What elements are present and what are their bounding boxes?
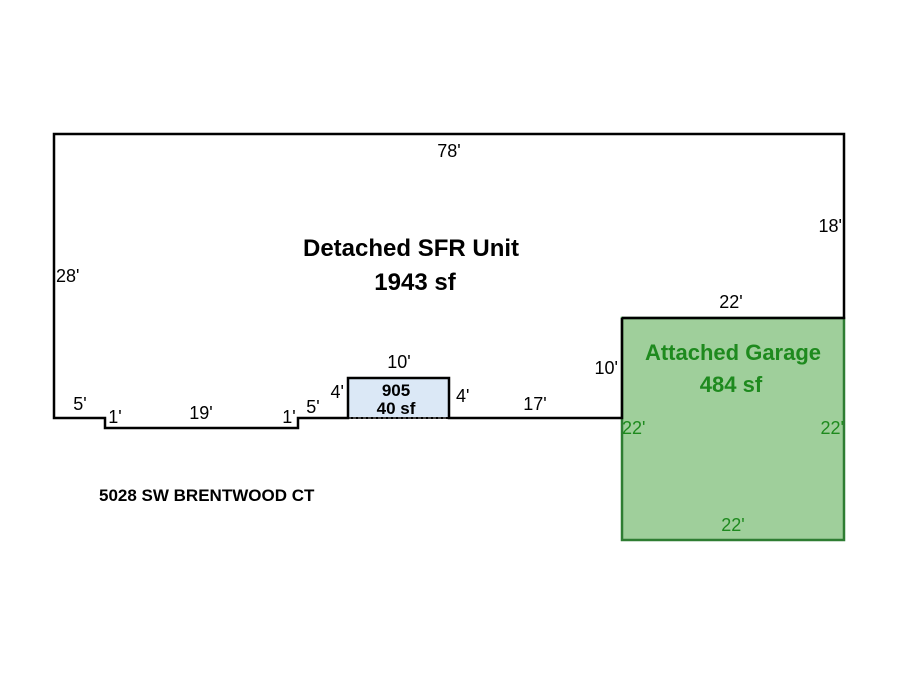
garage-area <box>620 316 846 542</box>
dim-left: 28' <box>56 266 79 286</box>
bump-dim-right: 4' <box>456 386 469 406</box>
garage-dim-left: 22' <box>622 418 645 438</box>
dim-seg-5a: 5' <box>73 394 86 414</box>
bump-dim-left: 4' <box>331 382 344 402</box>
house-area: 1943 sf <box>374 269 456 296</box>
bump-code: 905 <box>382 381 410 400</box>
house-outline <box>52 132 846 430</box>
dim-seg-19: 19' <box>189 403 212 423</box>
dim-seg-17: 17' <box>523 394 546 414</box>
dim-seg-5b: 5' <box>306 397 319 417</box>
dim-right: 18' <box>819 216 842 236</box>
garage-dim-right: 22' <box>821 418 844 438</box>
garage-dim-top: 22' <box>719 292 742 312</box>
dim-garage-side: 10' <box>595 358 618 378</box>
dim-seg-1a: 1' <box>108 407 121 427</box>
dim-top: 78' <box>437 141 460 161</box>
bump-area: 40 sf <box>377 399 416 418</box>
garage-label: Attached Garage <box>645 340 821 365</box>
garage-area-label: 484 sf <box>700 372 763 397</box>
dim-seg-1b: 1' <box>282 407 295 427</box>
bump-dim-top: 10' <box>387 352 410 372</box>
garage-dim-bottom: 22' <box>721 515 744 535</box>
house-label: Detached SFR Unit <box>303 235 519 262</box>
property-address: 5028 SW BRENTWOOD CT <box>99 486 315 505</box>
